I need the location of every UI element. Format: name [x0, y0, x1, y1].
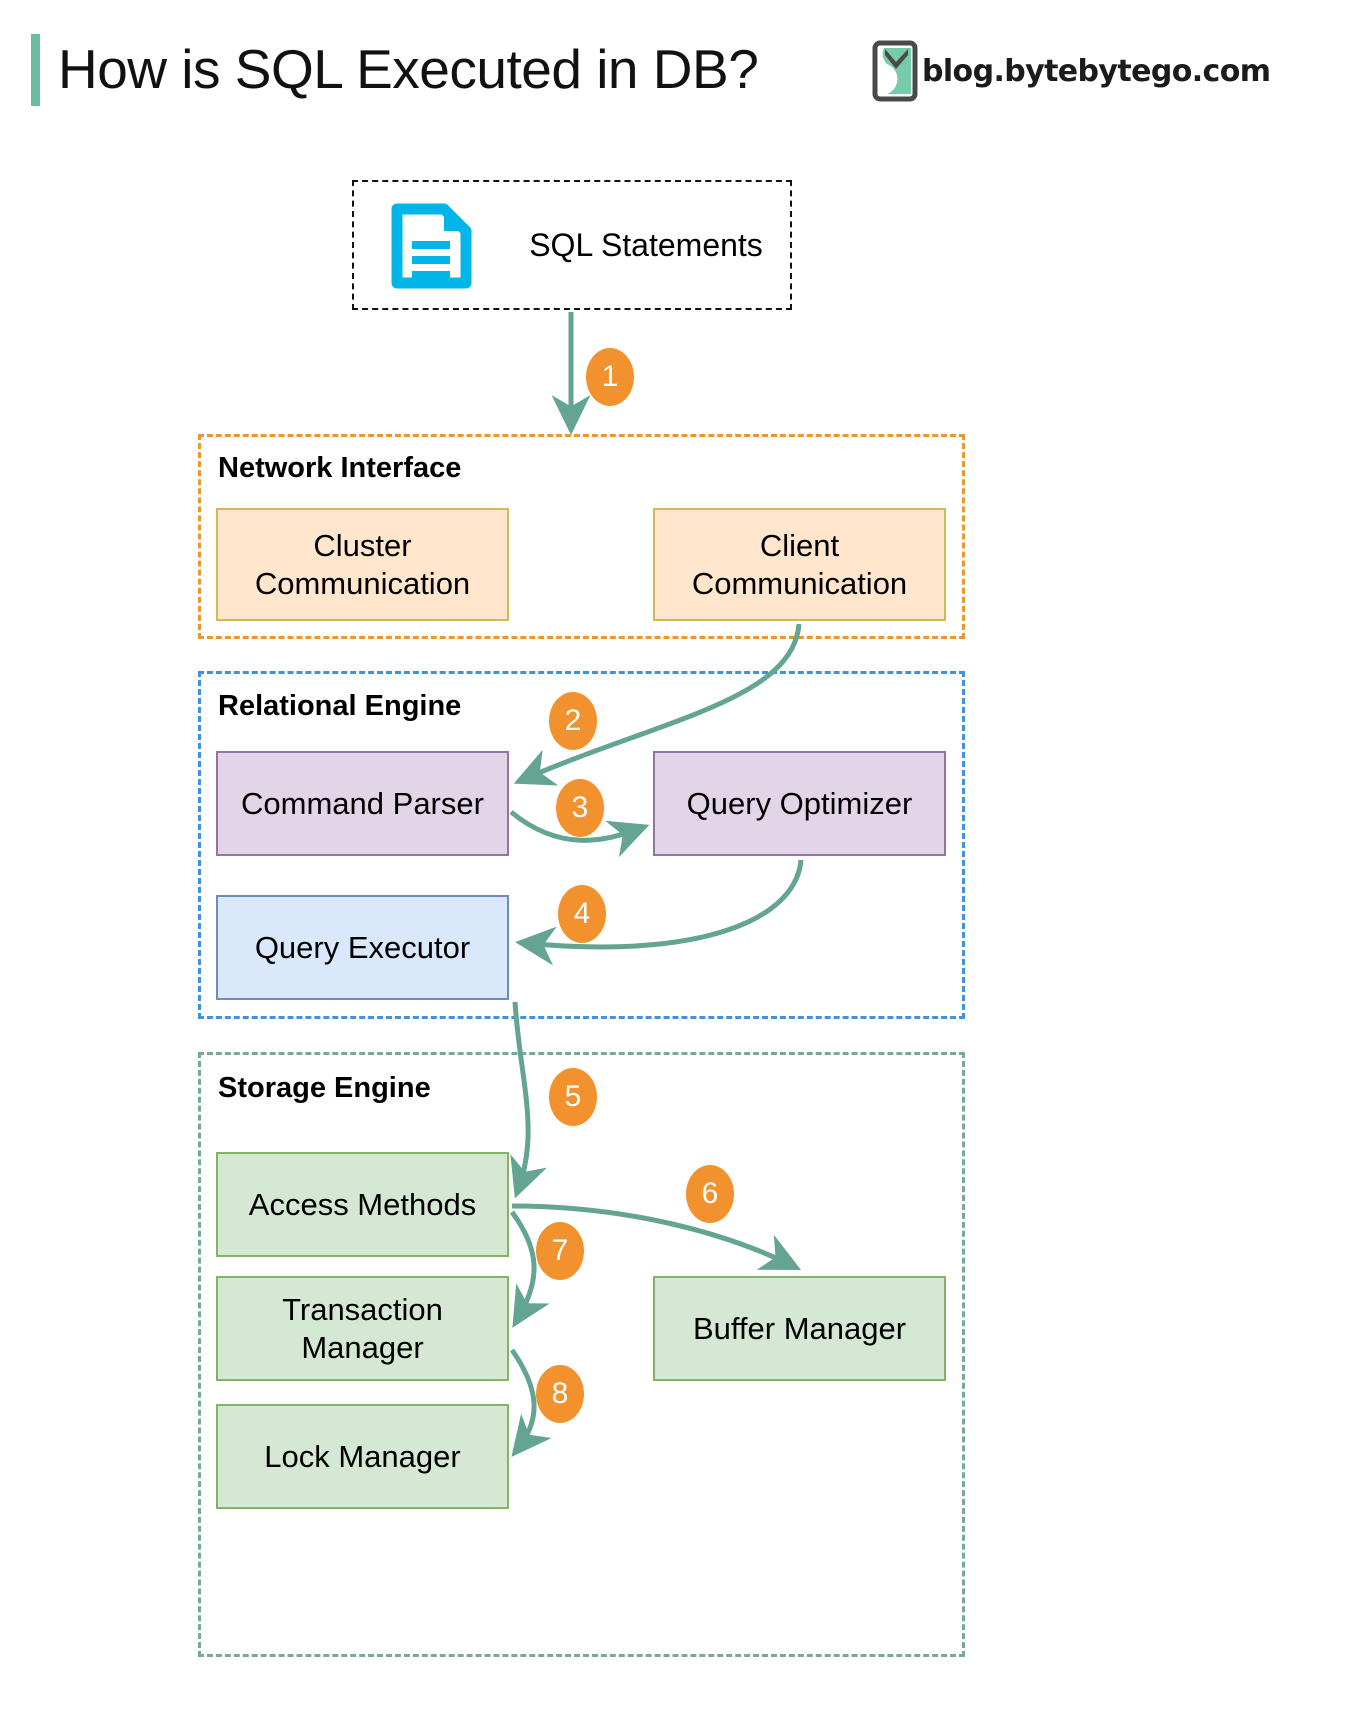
- step-badge-1: 1: [586, 348, 634, 406]
- step-badge-8: 8: [536, 1365, 584, 1423]
- group-storage-engine-title: Storage Engine: [218, 1072, 431, 1104]
- step-badge-2: 2: [549, 692, 597, 750]
- group-network-interface-title: Network Interface: [218, 452, 462, 484]
- step-badge-5: 5: [549, 1068, 597, 1126]
- step-badge-7: 7: [536, 1222, 584, 1280]
- node-access-methods[interactable]: Access Methods: [216, 1152, 509, 1257]
- node-lock-manager[interactable]: Lock Manager: [216, 1404, 509, 1509]
- node-cluster-communication[interactable]: Cluster Communication: [216, 508, 509, 621]
- step-badge-6: 6: [686, 1165, 734, 1223]
- node-transaction-manager[interactable]: Transaction Manager: [216, 1276, 509, 1381]
- node-command-parser[interactable]: Command Parser: [216, 751, 509, 856]
- brand-watermark: blog.bytebytego.com: [872, 40, 1271, 102]
- brand-text: blog.bytebytego.com: [922, 53, 1271, 89]
- page-title: How is SQL Executed in DB?: [58, 38, 759, 100]
- group-relational-engine-title: Relational Engine: [218, 690, 462, 722]
- node-client-communication[interactable]: Client Communication: [653, 508, 946, 621]
- bytebytego-logo-icon: [872, 40, 918, 102]
- step-badge-4: 4: [558, 885, 606, 943]
- step-badge-3: 3: [556, 779, 604, 837]
- node-query-executor[interactable]: Query Executor: [216, 895, 509, 1000]
- node-query-optimizer[interactable]: Query Optimizer: [653, 751, 946, 856]
- sql-statements-container: [352, 180, 792, 310]
- title-accent-bar: [31, 34, 40, 106]
- group-storage-engine: [198, 1052, 965, 1657]
- page-header: How is SQL Executed in DB? blog.bytebyte…: [0, 0, 1358, 140]
- document-lines-icon: [391, 203, 472, 289]
- sql-statements-label: SQL Statements: [529, 226, 763, 263]
- node-buffer-manager[interactable]: Buffer Manager: [653, 1276, 946, 1381]
